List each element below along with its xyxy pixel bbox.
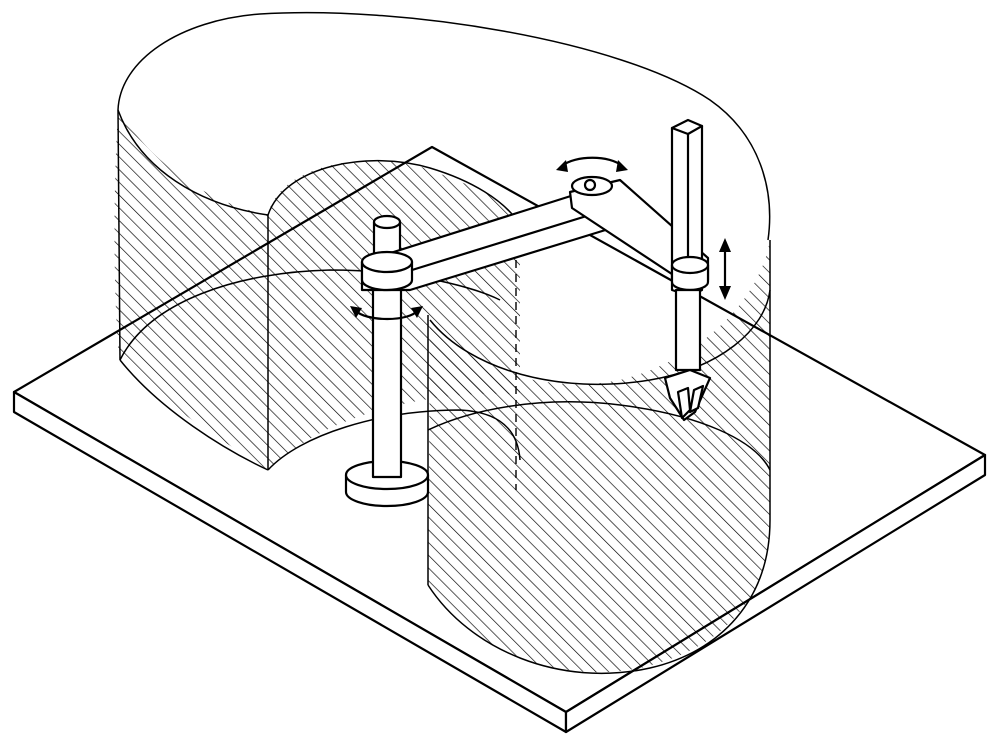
inner-arm — [360, 193, 614, 292]
gripper — [663, 368, 712, 422]
base-rotation-arrow — [350, 306, 423, 320]
base-column — [344, 214, 430, 508]
vertical-spindle — [670, 118, 710, 372]
vertical-travel-arrow — [719, 238, 731, 300]
work-envelope — [114, 11, 771, 675]
elbow-rotation-arrow — [556, 156, 628, 172]
